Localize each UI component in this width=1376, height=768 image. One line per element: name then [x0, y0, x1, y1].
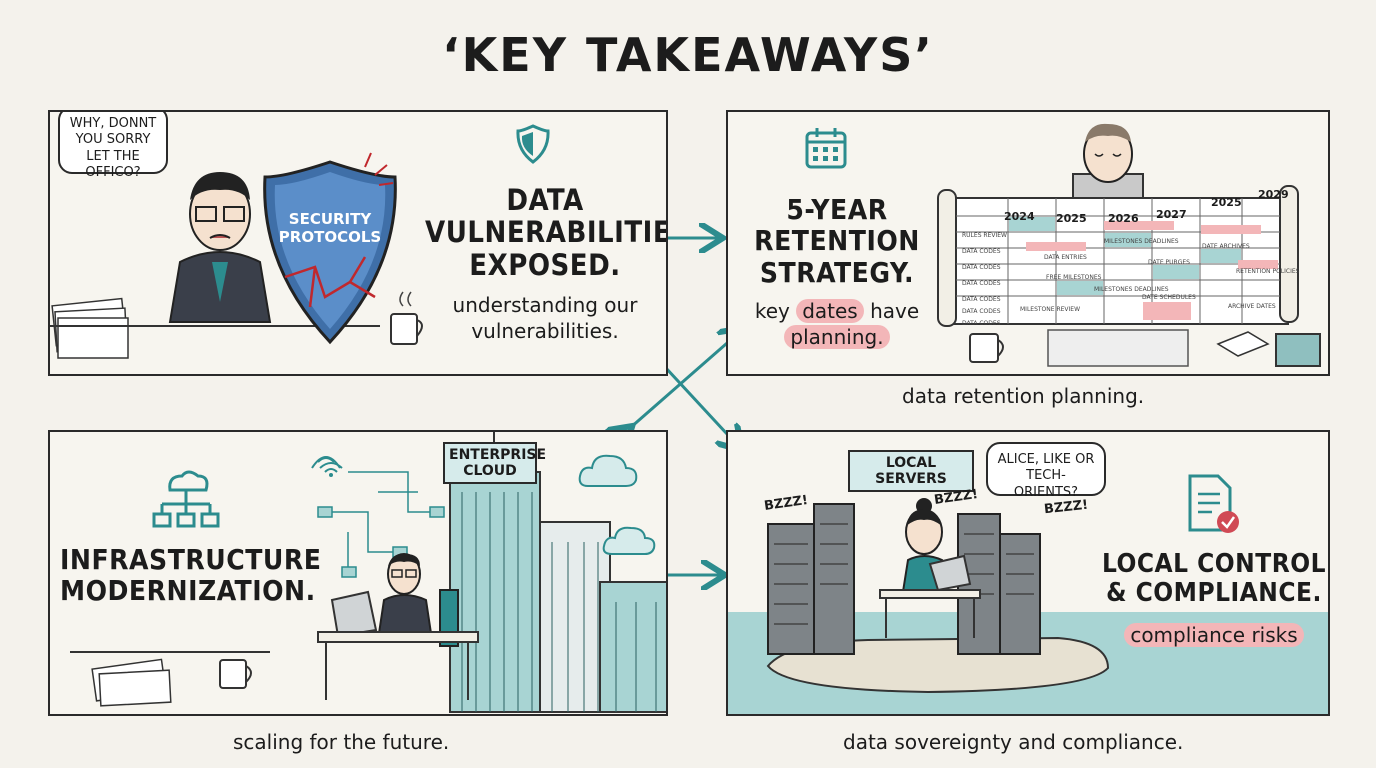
calendar-year: 2029: [1258, 188, 1289, 201]
cloud-icon: [578, 454, 638, 487]
calendar-entry: MILESTONES DEADLINES: [1104, 238, 1179, 245]
subtitle-highlight: compliance risks: [1124, 623, 1304, 647]
local-servers-sign: LOCAL SERVERS: [848, 450, 974, 493]
calendar-entry: FREE MILESTONES: [1046, 274, 1102, 281]
city-skyline-illustration: [449, 432, 666, 713]
coffee-mug-illustration: [390, 291, 423, 345]
subtitle-highlight: planning.: [784, 325, 890, 349]
calendar-icon: [805, 128, 847, 169]
subtitle-text: have: [863, 299, 920, 323]
panel-heading: LOCAL CONTROL & COMPLIANCE.: [1101, 549, 1327, 609]
worried-businessman-illustration: [168, 172, 272, 323]
panel-local-control: LOCAL SERVERS ALICE, LIKE OR TECH-ORIENT…: [726, 430, 1330, 716]
calendar-row-label: DATA CODES: [962, 296, 1001, 303]
calendar-entry: MILESTONE REVIEW: [1020, 306, 1081, 313]
woman-at-laptop-illustration: [879, 498, 981, 638]
calendar-entry: DATE ARCHIVES: [1202, 243, 1250, 250]
calendar-year: 2025: [1056, 212, 1087, 225]
panel-subtitle: understanding our vulnerabilities.: [452, 293, 638, 343]
panel-data-vulnerabilities: WHY, DONNT YOU SORRY LET THE OFFICO? SEC…: [48, 110, 668, 376]
calendar-year: 2027: [1156, 208, 1187, 221]
calendar-entry: RETENTION POLICIES: [1236, 268, 1300, 275]
calendar-entry: DATE SCHEDULES: [1142, 294, 1196, 301]
calendar-row-label: DATA CODES: [962, 280, 1001, 287]
panel-heading: INFRASTRUCTURE MODERNIZATION.: [60, 543, 322, 608]
retention-calendar-illustration: [937, 185, 1299, 327]
enterprise-cloud-sign: ENTERPRISE CLOUD: [443, 442, 546, 485]
panel-caption: data sovereignty and compliance.: [843, 730, 1184, 754]
subtitle-highlight: dates: [796, 299, 864, 323]
document-check-icon: [1188, 474, 1239, 533]
panel-infrastructure-modernization: INFRASTRUCTURE MODERNIZATION. ENTERPRISE…: [48, 430, 668, 716]
panel-heading: DATA VULNERABILITIES EXPOSED.: [425, 183, 668, 282]
network-hierarchy-icon: [152, 470, 220, 528]
cracked-shield-illustration: [263, 152, 397, 345]
panel-subtitle: compliance risks: [1100, 622, 1328, 648]
page-title: ‘KEY TAKEAWAYS’: [442, 28, 934, 82]
calendar-year: 2025: [1211, 196, 1242, 209]
shield-label: SECURITY PROTOCOLS: [278, 210, 382, 246]
panel-heading: 5-YEAR RETENTION STRATEGY.: [754, 193, 920, 289]
calendar-entry: ARCHIVE DATES: [1228, 303, 1276, 310]
calendar-row-label: DATA CODES: [962, 248, 1001, 255]
calendar-entry: MILESTONES DEADLINES: [1094, 286, 1169, 293]
server-racks-illustration: [767, 503, 1041, 655]
speech-bubble: WHY, DONNT YOU SORRY LET THE OFFICO?: [58, 112, 168, 180]
calendar-year: 2024: [1004, 210, 1035, 223]
panel-retention-strategy: 5-YEAR RETENTION STRATEGY. key dates hav…: [726, 110, 1330, 376]
calendar-row-label: DATA CODES: [962, 308, 1001, 315]
wifi-icon: [319, 462, 343, 477]
paper-stack-illustration: [51, 297, 129, 359]
calendar-row-label: DATA CODES: [962, 320, 1001, 327]
panel-caption: data retention planning.: [902, 384, 1145, 408]
subtitle-text: key: [754, 299, 797, 323]
businessman-at-desk-illustration: [317, 553, 479, 700]
desk-papers-illustration: [70, 651, 270, 707]
cloud-icon: [602, 526, 656, 555]
panel-caption: scaling for the future.: [233, 730, 450, 754]
calendar-entry: DATA ENTRIES: [1044, 254, 1087, 261]
panel-subtitle: key dates have planning.: [742, 298, 932, 350]
calendar-row-label: DATA CODES: [962, 264, 1001, 271]
shield-icon: [516, 124, 550, 164]
speech-bubble: ALICE, LIKE OR TECH-ORIENTS?: [986, 442, 1106, 500]
calendar-year: 2026: [1108, 212, 1139, 225]
desk-items-illustration: [969, 329, 1321, 367]
calendar-row-label: RULES REVIEW: [962, 232, 1007, 239]
network-diagram-illustration: [311, 456, 445, 578]
calendar-entry: DATE PURGES: [1148, 259, 1190, 266]
